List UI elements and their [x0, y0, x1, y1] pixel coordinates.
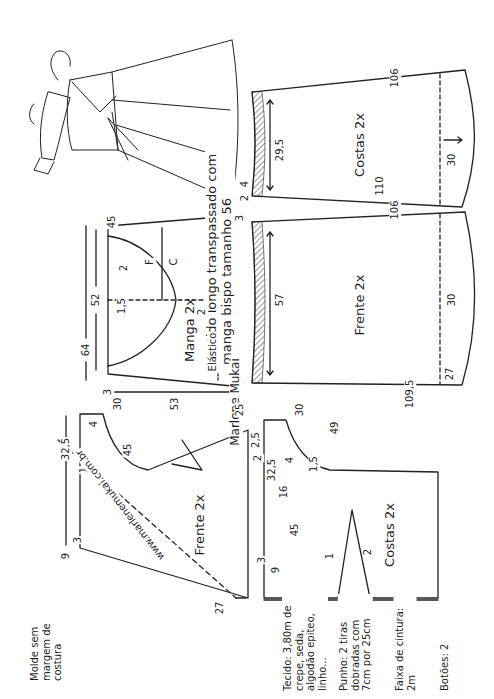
piece-name: Costas 2x	[353, 112, 368, 178]
bodice-front-piece	[58, 414, 248, 598]
dimension-label: 1,5	[308, 455, 320, 473]
dimension-label: 27	[214, 601, 226, 616]
dimension-label: 2	[239, 194, 251, 202]
dimension-label: 9	[270, 566, 282, 574]
piece-name: Frente 2x	[353, 273, 368, 336]
dimension-label: 2	[362, 548, 374, 556]
skirt-back-piece	[252, 70, 474, 207]
dimension-label: C	[168, 258, 180, 267]
pattern-piece-label: Manga 2x	[179, 293, 202, 367]
dimension-label: 4	[239, 180, 251, 188]
dimension-label: 2	[252, 454, 264, 462]
sheet-title: Vestido longo transpassado com manga bis…	[205, 124, 235, 366]
dimension-label: 3	[102, 388, 114, 396]
dimension-label: 3	[256, 556, 268, 564]
dimension-label: 3	[234, 214, 246, 222]
dimension-label: 4	[284, 456, 296, 464]
dimension-label: 49	[329, 421, 341, 436]
dimension-label: 16	[278, 485, 290, 500]
dimension-label: 109,5	[404, 379, 416, 410]
dimension-label: 3	[72, 536, 84, 544]
dimension-label: 45	[289, 523, 301, 538]
dimension-label: 30	[446, 153, 458, 168]
dimension-label: 30	[112, 397, 124, 412]
dimension-label: Elástico	[207, 332, 219, 373]
dimension-label: www.marlenemukai.com.br	[73, 447, 168, 564]
dimension-label: 30	[446, 293, 458, 308]
dimension-label: 2,5	[250, 431, 262, 449]
pattern-piece-label: Costas 2x	[379, 498, 402, 572]
skirt-front-piece	[252, 212, 474, 385]
piece-name: Frente 2x	[193, 493, 208, 556]
dimension-label: 32,5	[60, 437, 72, 461]
dimension-label: 110	[374, 175, 386, 196]
pattern-piece-label: Frente 2x	[189, 489, 212, 560]
dimension-label: 4	[88, 420, 100, 428]
dimension-label: Botões: 2	[439, 594, 451, 692]
dimension-label: 45	[122, 443, 134, 458]
dimension-label: 32,5	[266, 458, 278, 482]
piece-name: Costas 2x	[383, 502, 398, 568]
dimension-label: 9	[60, 552, 72, 560]
bodice-back-piece	[264, 420, 438, 600]
piece-name: Manga 2x	[183, 297, 198, 363]
dimension-label: 2	[118, 264, 130, 272]
dimension-label: 2	[196, 308, 208, 316]
dimension-label: Molde sem margem de costura	[29, 598, 64, 682]
dimension-label: 27	[444, 367, 456, 382]
dimension-label: 52	[90, 293, 102, 308]
dimension-label: 64	[80, 343, 92, 358]
dimension-label: 45	[106, 215, 118, 230]
dimension-label: 30	[294, 403, 306, 418]
dimension-label: 106	[389, 199, 401, 220]
dimension-label: 1,5	[116, 297, 128, 315]
dimension-label: 29,5	[274, 138, 286, 162]
dimension-label: F	[144, 258, 156, 266]
dimension-label: 53	[169, 397, 181, 412]
dimension-label: 106	[389, 67, 401, 88]
pattern-piece-label: Costas 2x	[349, 108, 372, 182]
dimension-label: Faixa de cintura: 2m	[394, 594, 417, 692]
pattern-piece-label: Frente 2x	[349, 269, 372, 340]
dimension-label: 25	[234, 403, 246, 418]
dimension-label: 57	[274, 293, 286, 308]
dimension-label: 1	[324, 552, 336, 560]
dimension-label: Tecido: 3,80m de crepe, seda, algodão ep…	[282, 594, 328, 692]
dimension-label: Punho: 2 tiras dobradas com 7cm por 25cm	[338, 594, 373, 692]
